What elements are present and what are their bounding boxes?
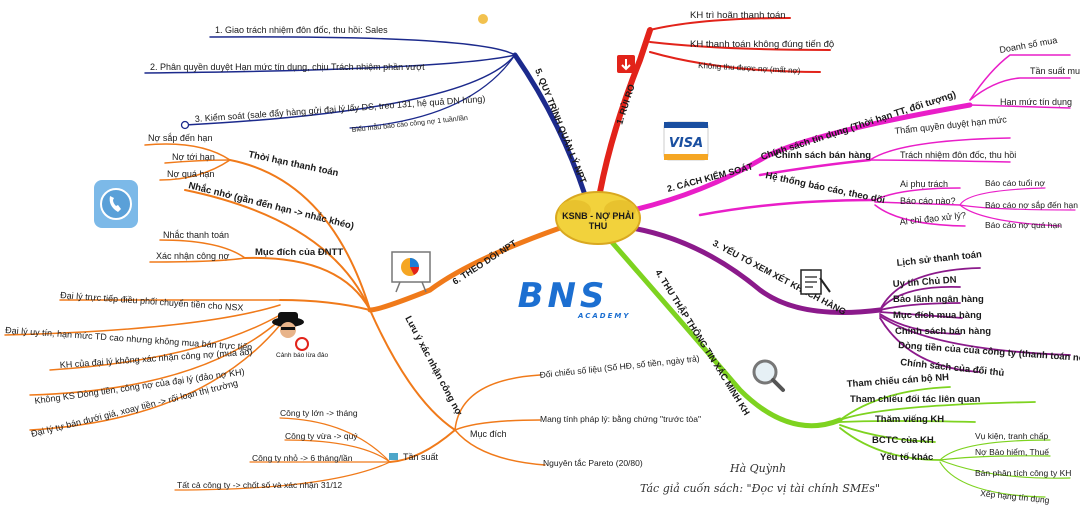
b4-item: Thăm viếng KH xyxy=(875,414,944,425)
b6-fraud-item: KH của đại lý không xác nhận công nợ (mu… xyxy=(59,347,252,370)
center-node: KSNB - NỢ PHẢI THU xyxy=(556,192,640,244)
b1-item: KH trì hoãn thanh toán xyxy=(690,10,786,21)
b4-other: Vụ kiện, tranh chấp xyxy=(975,431,1049,441)
branch-1-label: 1. RỦI RO xyxy=(613,83,636,126)
branch-2-label: 2. CÁCH KIỂM SOÁT xyxy=(666,160,755,194)
b3-item: Lịch sử thanh toán xyxy=(896,249,982,269)
b6-mpurpose-item: Mang tính pháp lý: bằng chứng "trước tòa… xyxy=(540,414,701,424)
author-name: Hà Quỳnh xyxy=(729,462,786,475)
b6-note-label: Lưu ý xác nhận công nợ xyxy=(402,314,464,417)
b6-deadline-item: Nợ tới hạn xyxy=(172,152,215,162)
flags-icon xyxy=(438,0,548,24)
b2-sales-label: Chính sách bán hàng xyxy=(775,150,871,161)
b6-mpurpose-label: Mục đích xyxy=(470,429,507,439)
branch-5-label: 5. QUY TRÌNH QUẢN LÝ NPT xyxy=(533,67,589,185)
document-pen-icon xyxy=(801,270,830,294)
branch-2-items: Chính sách tín dụng (Thời hạn TT, đối tư… xyxy=(760,35,1080,230)
b4-item: Yếu tố khác xyxy=(880,452,933,463)
b2-report-item: Báo cáo nào? xyxy=(900,196,956,206)
b4-other: Nợ Bảo hiểm, Thuế xyxy=(975,447,1049,457)
visa-label: VISA xyxy=(669,136,703,151)
b2-sales-item: Trách nhiệm đôn đốc, thu hồi xyxy=(900,150,1016,160)
b6-fraud-item: Đại lý trực tiếp điều phối chuyển tiền c… xyxy=(60,290,244,313)
chart-board-icon xyxy=(392,252,430,292)
brand-logo-text: BNS xyxy=(518,276,609,316)
b4-item: BCTC của KH xyxy=(872,435,934,446)
branch-6-label: 6. THEO DÕI NPT xyxy=(451,238,519,287)
branch-4-label: 4. THU THẬP THÔNG TIN XÁC MINH KH xyxy=(653,267,752,417)
b6-deadline-label: Thời hạn thanh toán xyxy=(247,149,339,179)
b4-other: Bản phân tích công ty KH xyxy=(975,468,1071,478)
b6-frequency-item: Công ty lớn -> tháng xyxy=(280,408,358,418)
center-title-line1: KSNB - NỢ PHẢI xyxy=(562,210,634,221)
b1-item: Không thu được nợ (mất nợ) xyxy=(698,61,801,75)
frequency-icon xyxy=(389,453,398,460)
b3-item: Chính sách bán hàng xyxy=(895,326,991,337)
branch-1-items: KH trì hoãn thanh toán KH thanh toán khô… xyxy=(690,10,834,75)
b4-other: Xếp hạng tín dụng xyxy=(980,488,1050,505)
warning-arrow-icon xyxy=(617,55,635,73)
branch-3-label: 3. YẾU TỐ XEM XÉT KHÁCH HÀNG xyxy=(711,237,848,317)
branch-5-line xyxy=(515,55,585,195)
b2-report-sub: Báo cáo nợ sắp đến hạn xyxy=(985,200,1078,210)
brand-logo-sub: ACADEMY xyxy=(577,312,630,320)
b6-purpose-item: Xác nhận công nợ xyxy=(156,251,230,261)
b4-item: Tham chiếu đối tác liên quan xyxy=(850,394,981,405)
b6-frequency-item: Tất cả công ty -> chốt số và xác nhận 31… xyxy=(177,480,342,490)
phone-icon xyxy=(94,180,138,228)
fraud-warning-label: Cảnh báo lừa đảo xyxy=(276,352,328,359)
b2-policy-item: Tần suất mua xyxy=(1030,66,1080,76)
b5-item: 1. Giao trách nhiệm đôn đốc, thu hồi: Sa… xyxy=(215,25,388,35)
visa-card-icon: VISA xyxy=(664,122,708,160)
center-title-line2: THU xyxy=(589,221,608,231)
author-book: Tác giả cuốn sách: "Đọc vị tài chính SME… xyxy=(640,482,880,495)
b6-frequency-item: Công ty vừa -> quý xyxy=(285,431,358,441)
b6-frequency-item: Công ty nhỏ -> 6 tháng/lần xyxy=(252,453,353,463)
b6-mpurpose-item: Đối chiếu số liệu (Số HĐ, số tiền, ngày … xyxy=(539,353,700,380)
b6-deadline-item: Nợ quá hạn xyxy=(167,169,214,179)
branch-4-line xyxy=(610,240,840,426)
b6-deadline-item: Nợ sắp đến hạn xyxy=(148,133,212,143)
b2-report-sub: Báo cáo nợ quá hạn xyxy=(985,220,1062,230)
magnifier-icon xyxy=(754,361,783,390)
b2-report-sub: Báo cáo tuổi nợ xyxy=(985,178,1045,188)
b6-mpurpose-item: Nguyên tắc Pareto (20/80) xyxy=(543,458,643,468)
branch-3-items: Lịch sử thanh toán Uy tín Chủ DN Bảo lãn… xyxy=(892,249,1080,379)
author-signature: Hà Quỳnh Tác giả cuốn sách: "Đọc vị tài … xyxy=(640,462,880,495)
b6-purpose-item: Nhắc thanh toán xyxy=(163,230,229,240)
b6-remind-label: Nhắc nhở (gần đến hạn -> nhắc khéo) xyxy=(187,179,355,232)
b6-purpose-label: Mục đích của ĐNTT xyxy=(255,247,343,258)
b2-policy-item: Hạn mức tín dụng xyxy=(1000,97,1072,107)
branch-4-items: Tham chiếu cán bộ NH Tham chiếu đối tác … xyxy=(846,372,1071,505)
fraud-warning-icon: Cảnh báo lừa đảo xyxy=(272,312,328,359)
b3-item: Mục đích mua hàng xyxy=(893,310,982,321)
brand-logo: BNS ACADEMY xyxy=(518,276,631,320)
b2-policy-item: Doanh số mua xyxy=(999,35,1058,55)
b6-frequency-label: Tần suất xyxy=(403,452,439,462)
b1-item: KH thanh toán không đúng tiến độ xyxy=(690,39,834,50)
b2-report-item: Ai phụ trách xyxy=(900,179,948,189)
b5-extra: Biểu mẫu báo cáo công nợ 1 tuần/lần xyxy=(351,113,468,134)
b5-item: 2. Phân quyền duyệt Hạn mức tín dụng, ch… xyxy=(150,62,425,72)
b3-item: Bảo lãnh ngân hàng xyxy=(893,294,984,305)
